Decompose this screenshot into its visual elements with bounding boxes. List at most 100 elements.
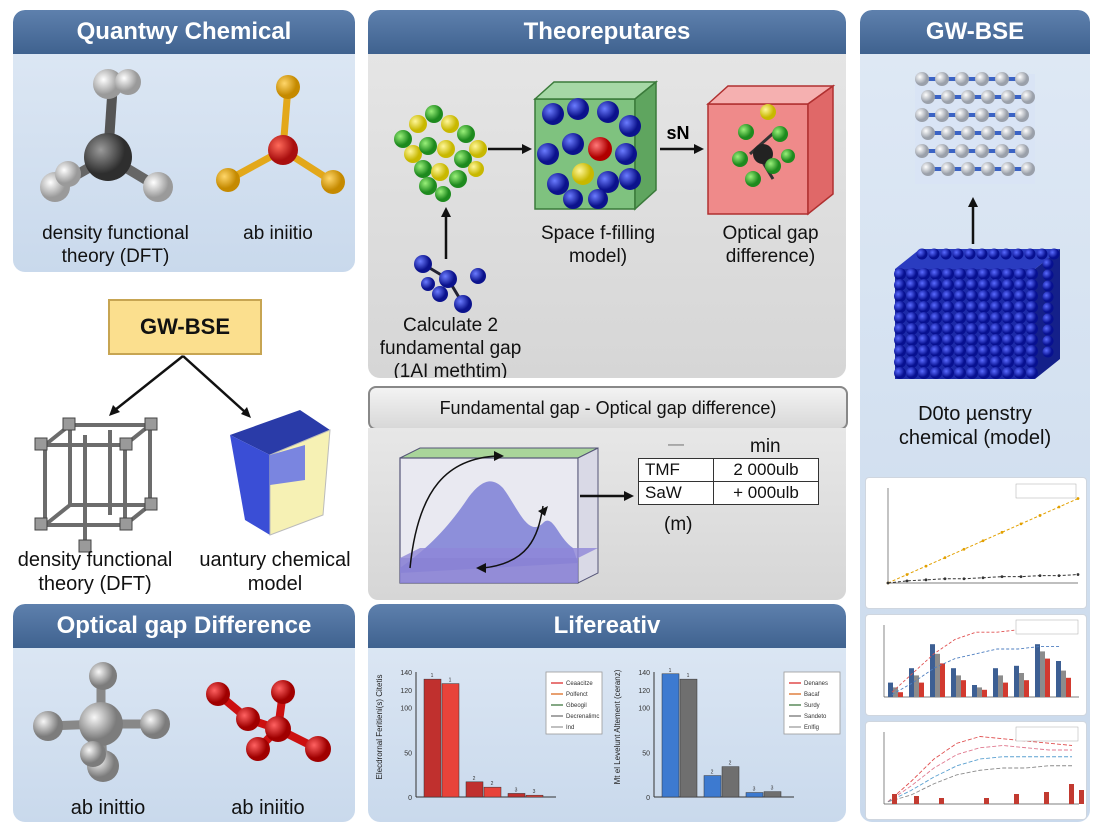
data-point [886,581,890,585]
y-tick-label: 120 [400,688,412,695]
data-point [1000,530,1004,534]
data-point [981,576,985,580]
data-point [905,579,909,583]
y-tick-label: 0 [408,795,412,802]
y-tick-label: 140 [638,670,650,677]
label-optical-gap: Optical gap difference) [722,223,819,267]
arrow-label: sN [666,123,689,143]
bar [1069,784,1074,804]
y-tick-label: 140 [400,670,412,677]
label-space-filling: Space f-filling model) [540,223,656,267]
label-dft-2: density functional theory (DFT) [17,549,173,595]
panel-title: Theoreputares [368,10,846,54]
grey-molecule-icon [33,662,170,782]
bar [961,680,966,697]
panel-quantum-chemical: Quantwy Chemical density functional theo… [13,10,355,272]
bar [1079,790,1084,804]
data-point [1076,573,1080,576]
bar [935,653,940,697]
y-tick-label: 100 [638,706,650,713]
panel-title: GW-BSE [860,10,1090,54]
crystal-structures-icon [894,72,1060,379]
data-label: 3 [515,787,518,793]
bar [525,794,544,798]
space-filling-cube-icon [533,80,659,211]
data-label: 1 [431,673,434,679]
legend-entry: Sandeto [804,714,827,720]
y-tick-label: 50 [642,750,650,757]
series-line [887,736,1073,803]
bar [483,786,502,798]
lattice-frame-icon [43,423,152,545]
data-point [943,556,947,560]
bar [721,766,740,798]
bar [1014,665,1019,697]
bar [939,798,944,804]
chart-line-small [865,477,1087,609]
bar [1066,677,1071,697]
data-point [1038,574,1042,578]
legend [1015,483,1077,499]
dash-label: — [668,436,684,453]
data-point [962,547,966,551]
bar [914,796,919,804]
bar [703,775,722,798]
legend [1015,619,1079,635]
gap-difference-bar: Fundamental gap - Optical gap difference… [368,386,848,430]
data-label: 3 [533,789,536,795]
label-ab-iniitio: ab iniitio [231,797,305,819]
legend-entry: Ind [566,725,574,731]
data-label: 2 [491,781,494,787]
bar [1061,670,1066,697]
bar [1014,794,1019,804]
legend-entry: Gbeogil [566,703,587,709]
bar [914,675,919,697]
table-cell: 2 000ulb [713,458,819,482]
data-label: 2 [473,776,476,782]
panel-title: Optical gap Difference [13,604,355,648]
bar [441,683,460,798]
bar [892,794,897,804]
panel-theory: Theoreputares [368,10,846,378]
label-dft: density functional theory (DFT) [42,223,189,267]
table-cell: + 000ulb [713,481,819,505]
y-tick-label: 120 [638,688,650,695]
y-tick-label: 0 [646,795,650,802]
data-label: 3 [771,786,774,792]
min-label: min [750,436,781,457]
panel-title: Lifereativ [368,604,846,648]
panel-title: Quantwy Chemical [13,10,355,54]
bar [919,682,924,697]
data-label: 3 [753,787,756,793]
bar [951,668,956,697]
series-line [887,756,1072,803]
y-axis-label: Elecdrornal Feritieni(s) Citetis [375,675,384,780]
bar [972,685,977,697]
bar [1040,651,1045,697]
data-point [924,564,928,568]
bar [998,675,1003,697]
gwbse-badge: GW-BSE [108,299,262,355]
unit-label: (m) [664,514,693,535]
bar [1019,673,1024,697]
y-axis-label: Mt el Levelunt Altement (ceranz) [613,669,622,784]
bar [679,678,698,798]
methane-molecule-icon [40,69,173,202]
legend [1015,726,1079,742]
bar [1044,792,1049,804]
panel-gap-plot: — min TMF 2 000ulb SaW + 000ulb (m) [368,428,846,600]
data-point [924,578,928,582]
theory-diagram: sN [394,80,836,313]
cluster-molecule-icon [394,105,487,202]
right-arrow-icon [580,491,634,501]
series-line [891,646,1060,695]
molecule-red-yellow-icon [216,75,345,194]
series-line [887,765,1072,803]
optical-gap-cube-icon [706,84,836,216]
data-point [981,539,985,543]
bar [1024,680,1029,697]
legend-entry: Surdy [804,703,820,709]
middle-left-diagram [34,355,331,553]
red-molecule-icon [206,680,331,762]
